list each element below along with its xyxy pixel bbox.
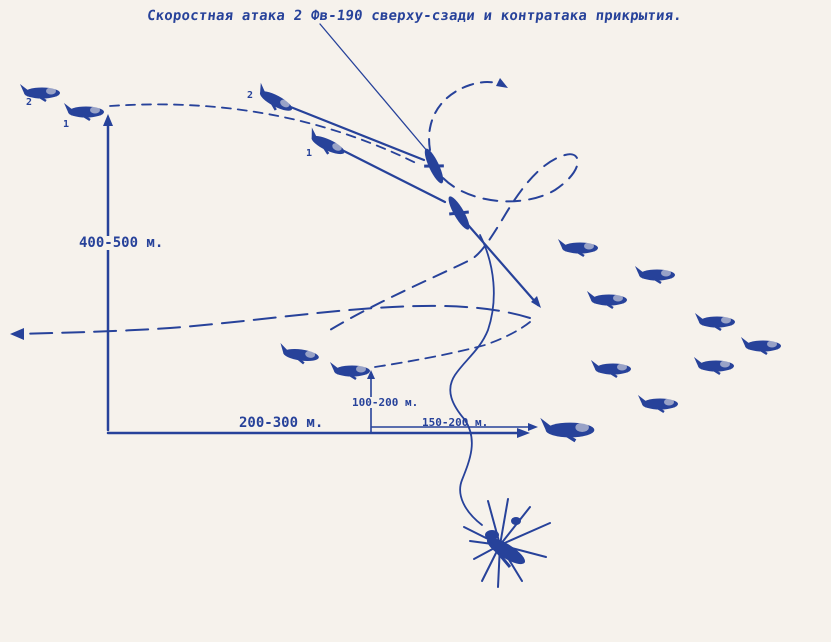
horizontal-distance-arrow bbox=[106, 428, 530, 438]
attack-gap-label: 150-200 м. bbox=[422, 416, 489, 429]
diagram-title: Скоростная атака 2 Фв-190 сверху-сзади и… bbox=[146, 8, 683, 24]
altitude-label: 400-500 м. bbox=[78, 235, 165, 251]
horizontal-distance-label: 200-300 м. bbox=[239, 415, 324, 431]
altitude-arrow bbox=[103, 114, 113, 432]
cover-plane-2-label: 2 bbox=[26, 97, 33, 108]
vertical-gap-label: 100-200 м. bbox=[352, 396, 419, 409]
cover-plane-low-a bbox=[276, 341, 322, 367]
escape-loop-right bbox=[329, 153, 579, 331]
cover-plane-low-b bbox=[328, 360, 372, 381]
cover-pursuit-path bbox=[10, 103, 531, 340]
cover-plane-1-label: 1 bbox=[63, 119, 70, 130]
attacker-plane-2 bbox=[251, 81, 298, 118]
explosion-burst bbox=[463, 498, 551, 588]
attack-lines bbox=[276, 100, 541, 308]
attacker-plane-1-label: 1 bbox=[306, 148, 313, 159]
cover-counterattack-path bbox=[374, 321, 531, 368]
cover-plane-1 bbox=[62, 101, 106, 122]
title-pointer-line bbox=[319, 23, 429, 153]
attacker-plane-2-label: 2 bbox=[247, 90, 254, 101]
escape-loop-upper bbox=[428, 78, 508, 151]
dive-path bbox=[449, 234, 495, 526]
attack-gap-arrow bbox=[371, 423, 538, 431]
bomber-formation bbox=[538, 237, 783, 443]
